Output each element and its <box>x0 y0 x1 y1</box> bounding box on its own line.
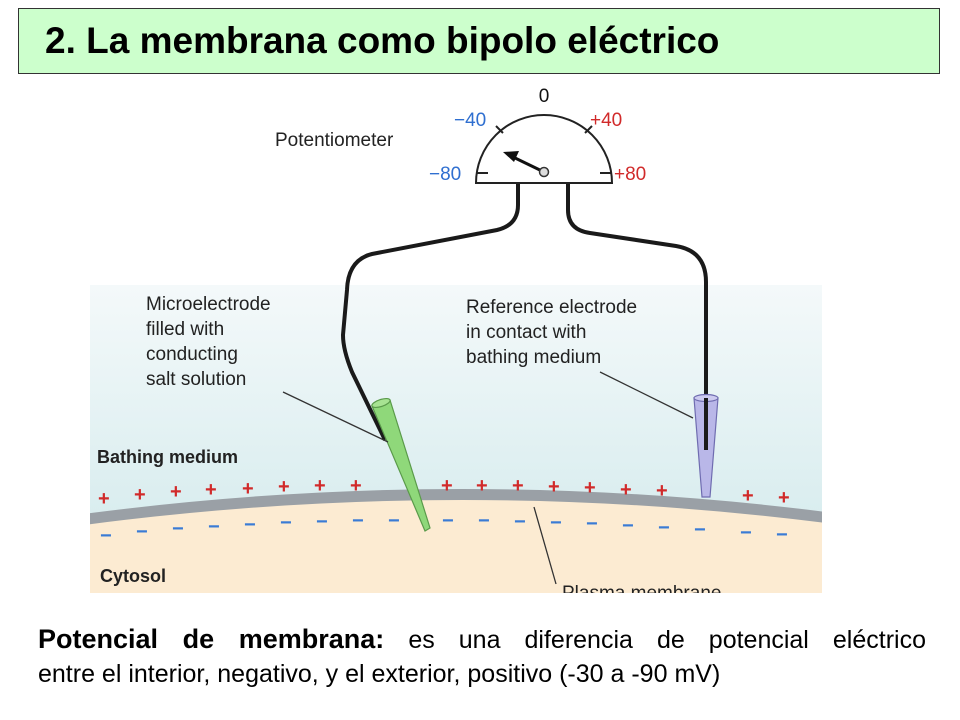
microelectrode-wire <box>340 184 520 441</box>
title-bar: 2. La membrana como bipolo eléctrico <box>18 8 940 74</box>
needle-pivot <box>538 166 550 178</box>
scale-label-neg80: −80 <box>429 164 461 185</box>
plus-charge: + <box>441 475 453 497</box>
plasma-membrane <box>90 489 822 525</box>
microelectrode-label-line: salt solution <box>146 369 246 390</box>
plus-charge: + <box>548 476 560 498</box>
microelectrode-label-line: conducting <box>146 344 238 365</box>
potentiometer-dial <box>474 114 614 184</box>
plus-charge: + <box>476 475 488 497</box>
plus-charge: + <box>314 475 326 497</box>
minus-charge: − <box>352 510 364 532</box>
reference-label-line: bathing medium <box>466 347 601 368</box>
reference-electrode-wire <box>566 184 708 450</box>
plus-charge: + <box>134 484 146 506</box>
minus-charge: − <box>172 518 184 540</box>
plus-charge: + <box>742 485 754 507</box>
minus-charge: − <box>694 519 706 541</box>
minus-charge: − <box>100 525 112 547</box>
caption: Potencial de membrana: es una diferencia… <box>38 622 926 691</box>
scale-label-pos40: +40 <box>590 110 622 131</box>
plasma-membrane-label: Plasma membrane <box>562 583 721 604</box>
microelectrode-label-line: Microelectrode <box>146 294 271 315</box>
minus-charge: − <box>136 521 148 543</box>
plus-charge: + <box>170 481 182 503</box>
minus-charge: − <box>244 514 256 536</box>
scale-label-zero: 0 <box>539 86 550 107</box>
reference-leader-line <box>599 371 694 419</box>
plus-charge: + <box>98 488 110 510</box>
minus-charge: − <box>740 522 752 544</box>
reference-label-line: Reference electrode <box>466 297 637 318</box>
caption-line-1: Potencial de membrana: es una diferencia… <box>38 622 926 657</box>
minus-charge: − <box>388 510 400 532</box>
plus-charge: + <box>620 479 632 501</box>
minus-charge: − <box>316 511 328 533</box>
minus-charge: − <box>478 510 490 532</box>
caption-definition-part1: es una diferencia de potencial eléctrico <box>408 626 926 654</box>
inside-negative-charges: − − − − − − − − − − − − − − − − − − − <box>100 510 788 547</box>
minus-charge: − <box>622 515 634 537</box>
scale-label-pos80: +80 <box>614 164 646 185</box>
plus-charge: + <box>656 480 668 502</box>
caption-line-2: entre el interior, negativo, y el exteri… <box>38 660 721 688</box>
minus-charge: − <box>586 513 598 535</box>
minus-charge: − <box>208 516 220 538</box>
needle-arrowhead <box>503 151 519 162</box>
microelectrode-leader-line <box>282 391 389 443</box>
minus-charge: − <box>550 512 562 534</box>
cytosol-label: Cytosol <box>100 566 166 586</box>
potentiometer-label: Potentiometer <box>275 130 394 151</box>
caption-term: Potencial de membrana: <box>38 624 385 654</box>
minus-charge: − <box>776 524 788 546</box>
bathing-medium-label: Bathing medium <box>97 447 238 467</box>
outside-positive-charges: + + + + + + + + + + + + + + + + + <box>98 475 790 510</box>
slide-title: 2. La membrana como bipolo eléctrico <box>45 20 720 61</box>
cytosol-region <box>90 494 822 593</box>
potentiometer <box>474 114 614 184</box>
plus-charge: + <box>778 487 790 509</box>
minus-charge: − <box>514 511 526 533</box>
scale-label-neg40: −40 <box>454 110 486 131</box>
reference-label-line: in contact with <box>466 322 586 343</box>
dial-needle <box>512 155 545 174</box>
minus-charge: − <box>658 517 670 539</box>
plus-charge: + <box>350 475 362 497</box>
minus-charge: − <box>280 512 292 534</box>
plus-charge: + <box>584 477 596 499</box>
plus-charge: + <box>512 475 524 497</box>
microelectrode-label-line: filled with <box>146 319 224 340</box>
membrane-leader-line <box>533 506 557 585</box>
plus-charge: + <box>242 478 254 500</box>
plus-charge: + <box>205 479 217 501</box>
minus-charge: − <box>442 510 454 532</box>
plus-charge: + <box>278 476 290 498</box>
